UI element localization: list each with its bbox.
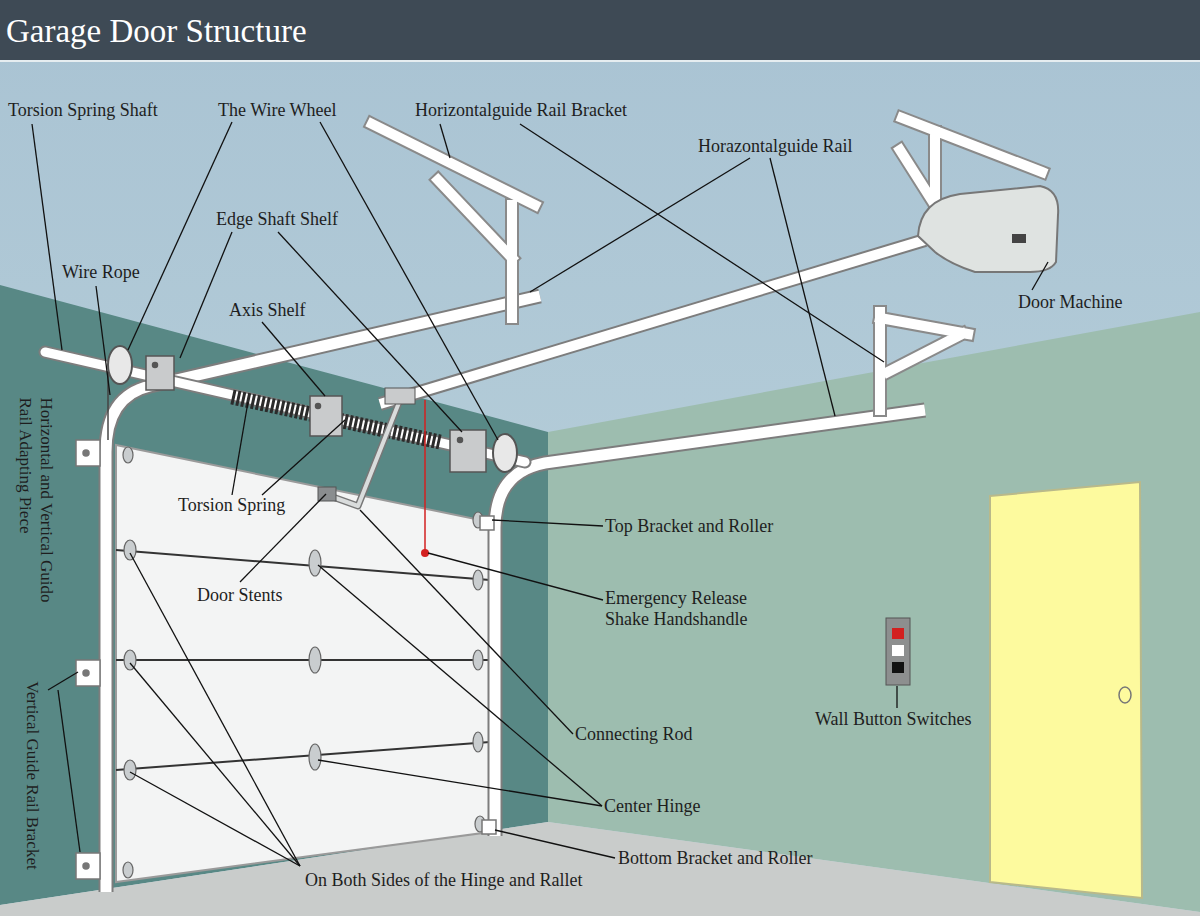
hinges (123, 447, 485, 878)
side-door (990, 482, 1142, 898)
switch-button (892, 628, 904, 639)
part-label: Emergency Release Shake Handshandle (605, 588, 775, 630)
part-label: Wall Button Switches (815, 709, 972, 730)
diagram-title: Garage Door Structure (6, 12, 307, 50)
opener-light (1012, 234, 1026, 243)
connecting-rod-face (330, 400, 400, 506)
switch-button (892, 645, 904, 656)
cable-drum (108, 346, 132, 384)
trolley (385, 388, 415, 404)
part-label: Horizontalguide Rail Bracket (415, 100, 627, 121)
right-wall (548, 312, 1200, 912)
part-label: The Wire Wheel (218, 100, 337, 121)
rail-brackets (76, 440, 496, 879)
part-label: Horazontalguide Rail (698, 136, 852, 157)
door-opener (918, 186, 1058, 272)
part-label: Connecting Rod (575, 724, 693, 745)
ceiling-brackets (372, 118, 1042, 410)
part-label: Axis Shelf (229, 300, 306, 321)
part-label: Torsion Spring Shaft (8, 100, 158, 121)
part-label: Horizontal and Vertical Guido Rail Adapt… (14, 398, 56, 613)
door-knob (1119, 687, 1131, 703)
part-label: Torsion Spring (178, 495, 285, 516)
part-label: Door Stents (197, 585, 283, 606)
wall-switch (886, 618, 910, 685)
release-cord (424, 400, 426, 552)
guide-rails (106, 240, 925, 892)
ceiling-brackets-face (372, 118, 1042, 410)
release-handle (421, 549, 429, 557)
part-label: Vertical Guide Rail Bracket (22, 681, 43, 869)
part-label: Top Bracket and Roller (605, 516, 773, 537)
part-label: Edge Shaft Shelf (216, 209, 338, 230)
part-label: Center Hinge (604, 796, 700, 817)
switch-button (892, 662, 904, 673)
panel-lines (116, 550, 490, 770)
part-label: Wire Rope (62, 262, 140, 283)
title-bar (0, 0, 1200, 60)
part-label: Bottom Bracket and Roller (618, 848, 812, 869)
connecting-rod (330, 400, 400, 506)
shaft-brackets (146, 356, 486, 472)
cable-drum (493, 434, 517, 472)
part-label: On Both Sides of the Hinge and Rallet (305, 870, 582, 891)
part-label: Door Machine (1018, 292, 1122, 313)
leader-lines (32, 122, 1048, 866)
title-rule (0, 60, 1200, 62)
